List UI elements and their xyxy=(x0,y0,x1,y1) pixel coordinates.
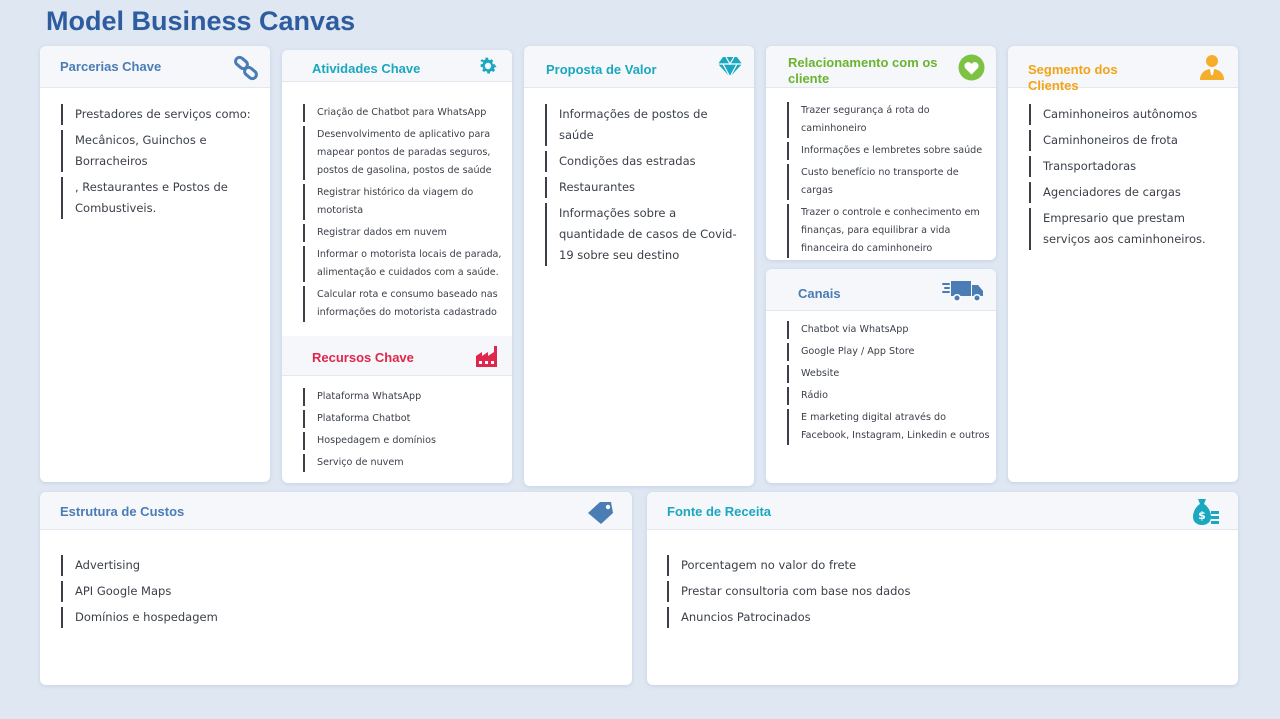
page-title: Model Business Canvas xyxy=(46,6,356,36)
cost-structure-list: Advertising API Google Maps Domínios e h… xyxy=(61,555,561,633)
card-title: Parcerias Chave xyxy=(60,59,162,74)
card-header: Fonte de Receita $ xyxy=(647,492,1238,530)
money-bag-icon: $ xyxy=(1193,499,1219,525)
list-item: Registrar histórico da viagem do motoris… xyxy=(303,184,503,220)
list-item: , Restaurantes e Postos de Combustiveis. xyxy=(61,177,251,219)
svg-text:$: $ xyxy=(1198,509,1206,522)
list-item: Custo benefício no transporte de cargas xyxy=(787,164,987,200)
list-item: Informar o motorista locais de parada, a… xyxy=(303,246,503,282)
card-customer-segments: Segmento dos Clientes Caminhoneiros autô… xyxy=(1008,46,1238,482)
list-item: Chatbot via WhatsApp xyxy=(787,321,992,339)
list-item: Serviço de nuvem xyxy=(303,454,503,472)
card-title: Recursos Chave xyxy=(312,350,414,365)
link-icon xyxy=(234,55,258,81)
list-item: Plataforma Chatbot xyxy=(303,410,503,428)
factory-icon xyxy=(476,346,497,367)
value-proposition-list: Informações de postos de saúde Condições… xyxy=(545,104,743,271)
diamond-icon xyxy=(718,56,742,78)
card-header: Segmento dos Clientes xyxy=(1008,46,1238,93)
card-title: Segmento dos Clientes xyxy=(1028,62,1118,93)
list-item: Anuncios Patrocinados xyxy=(667,607,1167,628)
card-title: Estrutura de Custos xyxy=(60,504,185,519)
list-item: Criação de Chatbot para WhatsApp xyxy=(303,104,503,122)
list-item: Agenciadores de cargas xyxy=(1029,182,1229,203)
heart-icon xyxy=(958,54,985,81)
truck-icon xyxy=(942,281,983,303)
list-item: Informações sobre a quantidade de casos … xyxy=(545,203,743,266)
card-key-activities: Atividades Chave Criação de Chatbot para… xyxy=(282,50,512,483)
card-value-proposition: Proposta de Valor Informações de postos … xyxy=(524,46,754,486)
card-title: Proposta de Valor xyxy=(546,62,657,77)
key-resources-list: Plataforma WhatsApp Plataforma Chatbot H… xyxy=(303,388,503,476)
list-item: Registrar dados em nuvem xyxy=(303,224,503,242)
gear-icon xyxy=(480,57,497,74)
card-title: Canais xyxy=(798,286,841,301)
list-item: Advertising xyxy=(61,555,561,576)
list-item: Prestadores de serviços como: xyxy=(61,104,251,125)
list-item: Calcular rota e consumo baseado nas info… xyxy=(303,286,503,322)
card-header: Atividades Chave xyxy=(282,50,512,82)
revenue-streams-list: Porcentagem no valor do frete Prestar co… xyxy=(667,555,1167,633)
list-item: Informações de postos de saúde xyxy=(545,104,743,146)
channels-list: Chatbot via WhatsApp Google Play / App S… xyxy=(787,321,992,449)
card-revenue-streams: Fonte de Receita $ Porcentagem no valor … xyxy=(647,492,1238,685)
list-item: Prestar consultoria com base nos dados xyxy=(667,581,1167,602)
card-key-partners: Parcerias Chave Prestadores de serviços … xyxy=(40,46,270,482)
customer-relationships-list: Trazer segurança á rota do caminhoneiro … xyxy=(787,102,987,260)
list-item: Plataforma WhatsApp xyxy=(303,388,503,406)
key-partners-list: Prestadores de serviços como: Mecânicos,… xyxy=(61,104,251,224)
list-item: Trazer segurança á rota do caminhoneiro xyxy=(787,102,987,138)
list-item: API Google Maps xyxy=(61,581,561,602)
customer-segments-list: Caminhoneiros autônomos Caminhoneiros de… xyxy=(1029,104,1229,255)
card-cost-structure: Estrutura de Custos Advertising API Goog… xyxy=(40,492,632,685)
list-item: Caminhoneiros de frota xyxy=(1029,130,1229,151)
list-item: Trazer o controle e conhecimento em fina… xyxy=(787,204,987,258)
card-header: Proposta de Valor xyxy=(524,46,754,88)
card-customer-relationships: Relacionamento com os cliente Trazer seg… xyxy=(766,46,996,260)
list-item: Hospedagem e domínios xyxy=(303,432,503,450)
card-header: Canais xyxy=(766,269,996,311)
list-item: Website xyxy=(787,365,992,383)
list-item: Porcentagem no valor do frete xyxy=(667,555,1167,576)
price-tag-icon xyxy=(588,502,613,524)
card-header-key-resources: Recursos Chave xyxy=(282,336,512,376)
card-header: Estrutura de Custos xyxy=(40,492,632,530)
card-header: Relacionamento com os cliente xyxy=(766,46,996,88)
list-item: Desenvolvimento de aplicativo para mapea… xyxy=(303,126,503,180)
person-icon xyxy=(1200,55,1224,80)
list-item: Rádio xyxy=(787,387,992,405)
list-item: Restaurantes xyxy=(545,177,743,198)
list-item: E marketing digital através do Facebook,… xyxy=(787,409,992,445)
list-item: Informações e lembretes sobre saúde xyxy=(787,142,987,160)
list-item: Transportadoras xyxy=(1029,156,1229,177)
card-channels: Canais Chatbot via WhatsApp Google Play … xyxy=(766,269,996,483)
card-title: Atividades Chave xyxy=(312,61,421,76)
list-item: Caminhoneiros autônomos xyxy=(1029,104,1229,125)
card-title: Relacionamento com os cliente xyxy=(788,55,938,86)
list-item: Condições das estradas xyxy=(545,151,743,172)
card-title: Fonte de Receita xyxy=(667,504,772,519)
list-item: Google Play / App Store xyxy=(787,343,992,361)
list-item: Empresario que prestam serviços aos cami… xyxy=(1029,208,1229,250)
list-item: Domínios e hospedagem xyxy=(61,607,561,628)
card-header: Parcerias Chave xyxy=(40,46,270,88)
list-item: Mecânicos, Guinchos e Borracheiros xyxy=(61,130,251,172)
key-activities-list: Criação de Chatbot para WhatsApp Desenvo… xyxy=(303,104,503,326)
